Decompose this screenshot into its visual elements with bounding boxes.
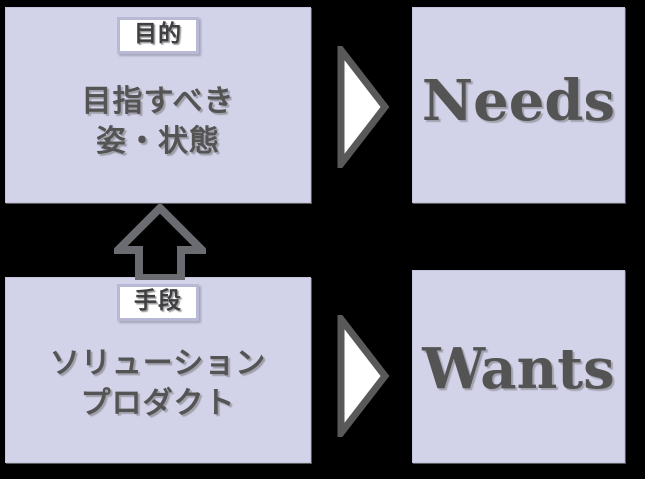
right-chevron-arrow-icon-bottom [337, 315, 390, 437]
box-purpose-line1: 目指すべき [81, 84, 235, 119]
box-wants-label: Wants [422, 336, 615, 402]
right-chevron-arrow-icon-top [337, 46, 390, 168]
box-purpose: 目的 目指すべき 姿・状態 [5, 7, 311, 203]
box-needs-label: Needs [421, 68, 616, 134]
badge-purpose: 目的 [117, 17, 199, 54]
box-means-line2: プロダクト [80, 385, 236, 421]
box-wants: Wants [412, 270, 625, 463]
badge-means: 手段 [117, 284, 199, 321]
badge-means-label: 手段 [134, 288, 182, 314]
box-means-line1: ソリューション [49, 346, 267, 381]
box-purpose-line2: 姿・状態 [96, 123, 220, 159]
up-block-arrow-icon [114, 204, 206, 280]
box-means-text: ソリューション プロダクト [6, 344, 310, 423]
box-needs: Needs [412, 7, 625, 203]
badge-purpose-label: 目的 [134, 21, 182, 47]
box-means: 手段 ソリューション プロダクト [5, 277, 311, 463]
box-purpose-text: 目指すべき 姿・状態 [6, 82, 310, 161]
